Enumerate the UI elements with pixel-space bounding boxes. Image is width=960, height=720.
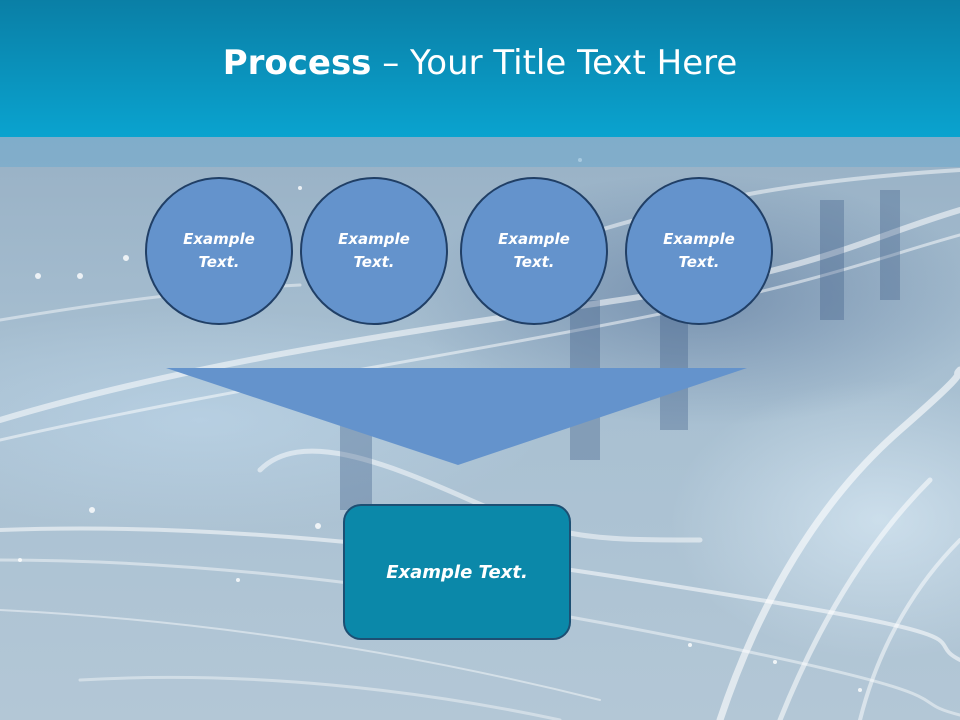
title-rest: – Your Title Text Here — [371, 42, 738, 83]
step-1-line-1: Example — [183, 230, 255, 248]
step-2-line-1: Example — [338, 230, 410, 248]
step-3-line-1: Example — [498, 230, 570, 248]
step-3-line-2: Text. — [513, 253, 555, 271]
result-box[interactable]: Example Text. — [343, 504, 571, 640]
step-4-line-1: Example — [663, 230, 735, 248]
title-bar: Process – Your Title Text Here — [0, 0, 960, 137]
funnel-arrow — [166, 368, 747, 465]
funnel-triangle — [166, 368, 747, 465]
title-underband — [0, 137, 960, 167]
title-bold: Process — [222, 42, 372, 83]
result-text: Example Text. — [386, 561, 528, 583]
step-4-line-2: Text. — [678, 253, 720, 271]
slide-title: Process – Your Title Text Here — [223, 43, 738, 83]
step-1-line-2: Text. — [198, 253, 240, 271]
step-2-line-2: Text. — [353, 253, 395, 271]
